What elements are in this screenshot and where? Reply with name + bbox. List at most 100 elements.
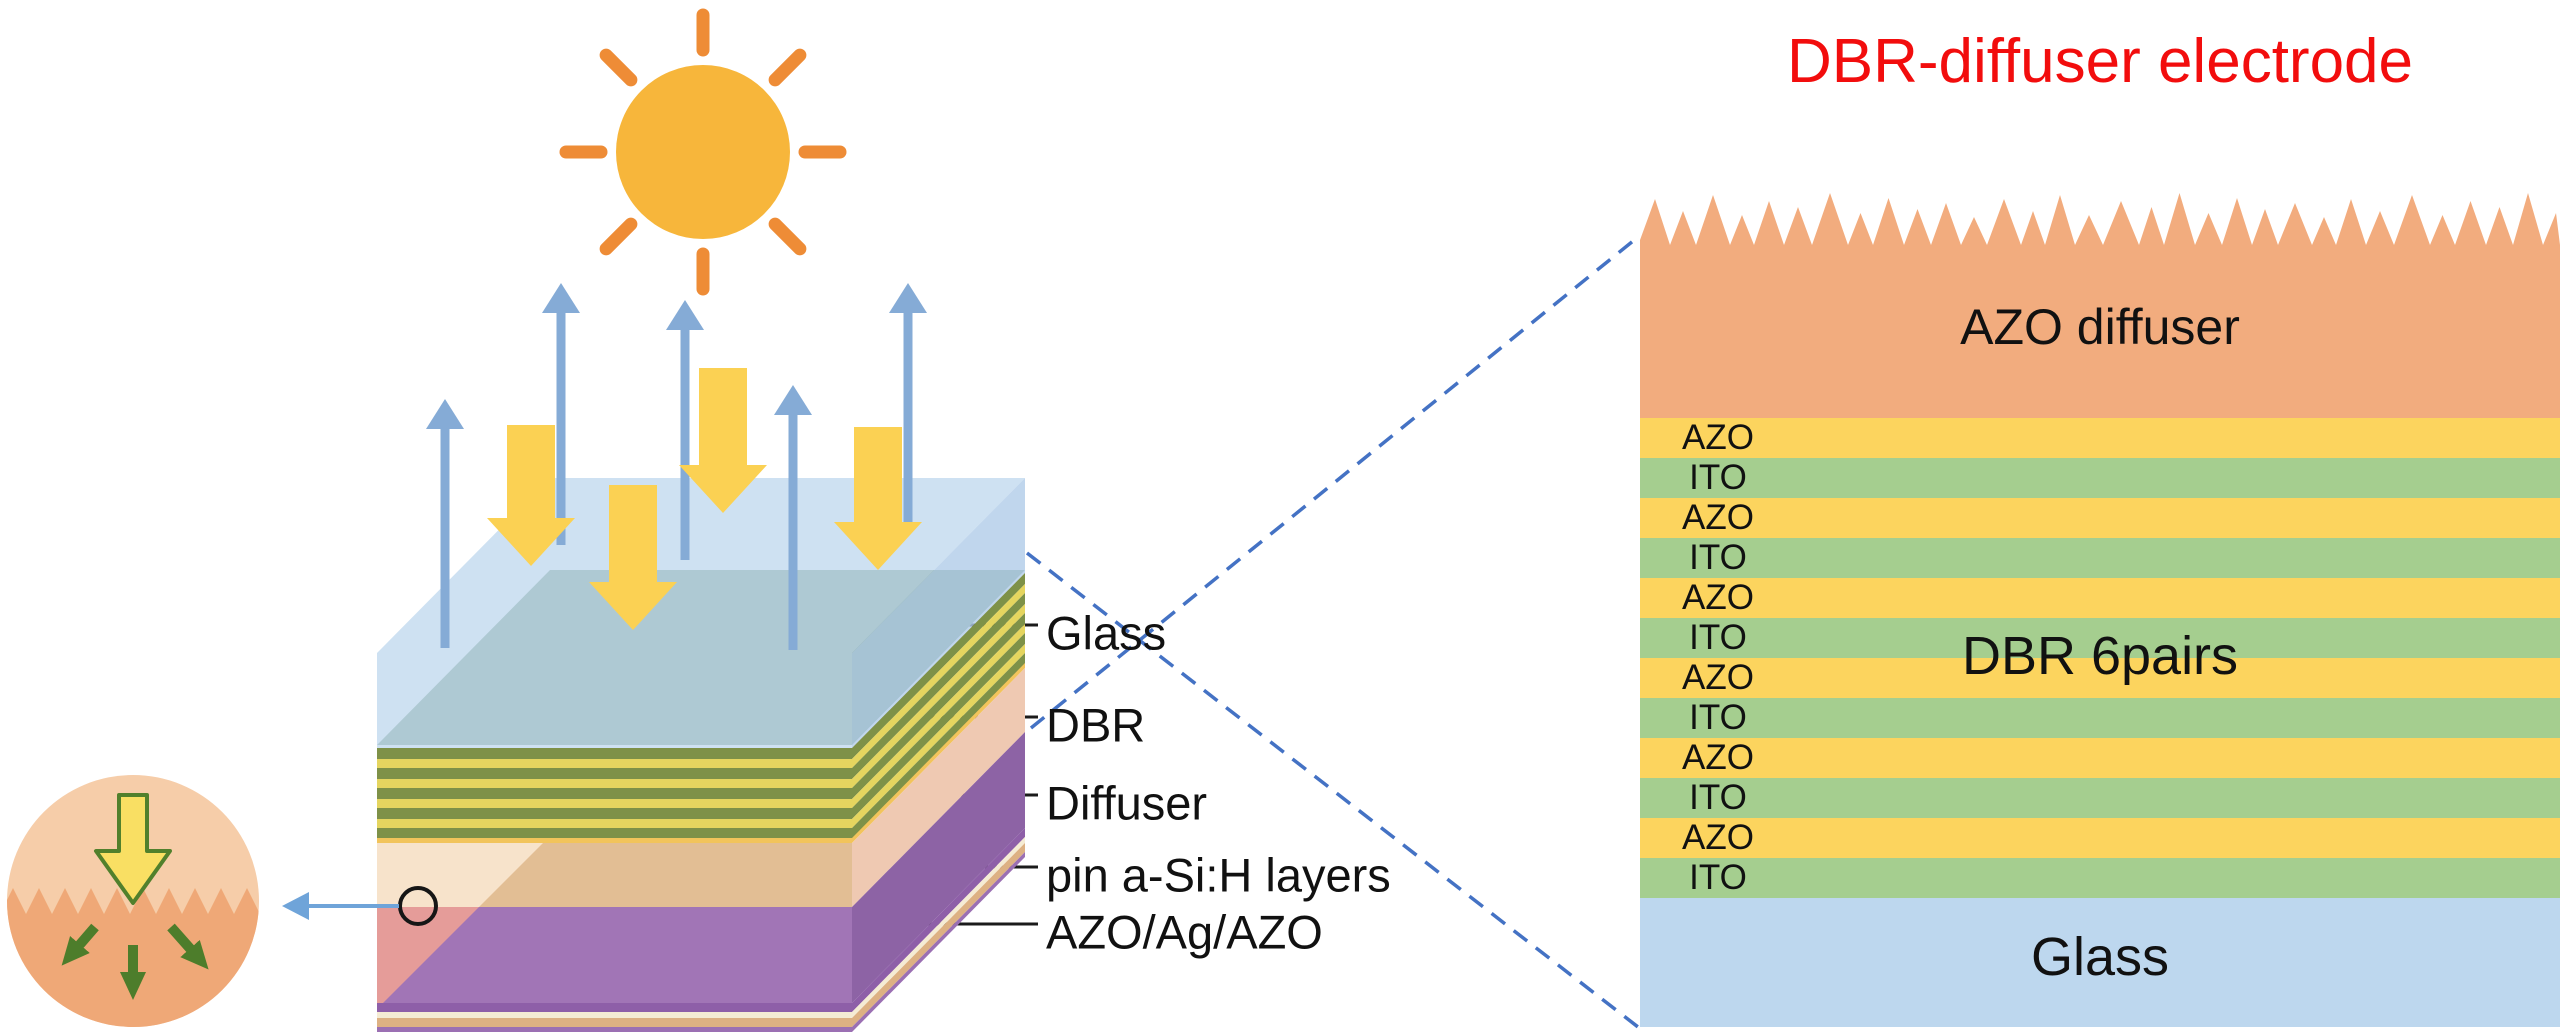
band-label: AZO: [1682, 418, 1754, 457]
scattering-inset: [7, 775, 259, 1027]
panel-layer-band: [1640, 498, 2560, 538]
layer-label-dbr: DBR: [1046, 698, 1146, 752]
dashed-line-lower: [1025, 551, 1640, 1029]
band-label: ITO: [1689, 858, 1747, 897]
azo-diffuser-textured-surface: [1640, 193, 2560, 418]
panel-layer-band: [1640, 858, 2560, 898]
up-arrow-icon: [542, 283, 580, 545]
panel-title: DBR-diffuser electrode: [1786, 27, 2414, 96]
bottom-layer-1: [377, 1003, 852, 1012]
sun-body: [616, 65, 790, 239]
sun-ray: [599, 217, 638, 256]
dbr-stripe: [377, 819, 852, 828]
bottom-layer-4-side: [852, 852, 1025, 1032]
dbr-stripe: [377, 788, 852, 799]
scatter-arrows-icon: [61, 923, 209, 1000]
bottom-layer-4: [377, 1027, 852, 1032]
panel-layer-band: [1640, 738, 2560, 778]
bottom-layer-3-side: [852, 843, 1025, 1027]
magnified-point: [282, 886, 438, 926]
panel-layer-band: [1640, 458, 2560, 498]
band-label: ITO: [1689, 618, 1747, 657]
inset-diffuser-surface: [7, 888, 259, 1027]
band-label: AZO: [1682, 578, 1754, 617]
up-arrow-icon: [426, 399, 464, 648]
sun-icon: [559, 8, 847, 296]
up-arrow-icon: [666, 300, 704, 560]
band-label: ITO: [1689, 538, 1747, 577]
dbr-diffuser-boundary-side: [852, 663, 1025, 843]
bottom-layer-2-side: [852, 837, 1025, 1018]
bottom-layer-3: [377, 1018, 852, 1027]
band-label: AZO: [1682, 658, 1754, 697]
dbr-stripes-front: [377, 748, 852, 839]
glass-side-face: [852, 478, 1025, 748]
dbr-stripe: [377, 768, 852, 779]
circle-marker-icon: [398, 886, 438, 926]
glass-front-face: [377, 653, 852, 748]
dbr-stripe: [377, 748, 852, 759]
dashed-line-upper: [1029, 235, 1640, 730]
sun-ray: [768, 217, 807, 256]
pin-left-highlight: [377, 907, 479, 1003]
panel-layer-band: [1640, 618, 2560, 658]
band-label: ITO: [1689, 458, 1747, 497]
reflected-light-arrows: [426, 283, 927, 650]
down-arrow-icon: [487, 425, 575, 566]
down-arrow-icon: [589, 485, 677, 630]
up-arrow-icon: [774, 385, 812, 650]
band-label: AZO: [1682, 498, 1754, 537]
dbr-stripe-side: [852, 604, 1025, 788]
incident-arrow-icon: [94, 793, 172, 905]
dbr-diffuser-boundary: [377, 838, 852, 843]
panel-layer-band: [1640, 778, 2560, 818]
incident-light-arrows: [487, 368, 922, 630]
inset-lower-half: [7, 888, 259, 1027]
layer-label-azo: AZO/Ag/AZO: [1046, 905, 1323, 959]
diffuser-left-highlight: [377, 843, 543, 907]
dbr-stripe: [377, 828, 852, 839]
panel-label-glass: Glass: [2030, 927, 2170, 987]
zoom-link-dashed-lines: [1025, 235, 1640, 1029]
panel-layer-band: [1640, 538, 2560, 578]
dbr-stripe-side: [852, 613, 1025, 799]
dbr-stripe-side: [852, 573, 1025, 759]
panel-layer-band: [1640, 658, 2560, 698]
bottom-layer-1-side: [852, 828, 1025, 1012]
dbr-stripe-side: [852, 624, 1025, 808]
layer-label-pin: pin a-Si:H layers: [1046, 848, 1391, 902]
bottom-layer-2: [377, 1012, 852, 1018]
band-label: ITO: [1689, 778, 1747, 817]
panel-layer-band: [1640, 818, 2560, 858]
band-label: AZO: [1682, 738, 1754, 777]
dbr-stripes-side: [852, 573, 1025, 839]
device-stack-3d: [377, 478, 1025, 1032]
band-label: ITO: [1689, 698, 1747, 737]
dbr-stripe-side: [852, 593, 1025, 779]
dbr-stripe-side: [852, 653, 1025, 839]
panel-label-dbr-6pairs: DBR 6pairs: [1961, 626, 2239, 686]
layer-label-glass: Glass: [1046, 606, 1167, 660]
dbr-stripe: [377, 808, 852, 819]
down-arrow-icon: [679, 368, 767, 513]
dbr-stripe: [377, 799, 852, 808]
dbr-diffuser-panel: [1640, 193, 2560, 1027]
dbr-stripe: [377, 779, 852, 788]
up-arrow-icon: [889, 283, 927, 525]
azo-diffuser-region: [1640, 193, 2560, 418]
panel-glass-band: [1640, 898, 2560, 1027]
panel-layer-band: [1640, 418, 2560, 458]
diffuser-side-face: [852, 668, 1025, 907]
scatter-arrow-left: [61, 923, 99, 966]
pointer-arrowhead-icon: [282, 892, 309, 920]
sun-ray: [599, 48, 638, 87]
band-label: AZO: [1682, 818, 1754, 857]
pin-side-face: [852, 732, 1025, 1003]
dbr-stripe-side: [852, 633, 1025, 819]
scatter-arrow-right: [167, 923, 209, 970]
sun-rays: [559, 8, 847, 296]
dbr-stripe-side: [852, 584, 1025, 768]
dbr-stripe: [377, 759, 852, 768]
